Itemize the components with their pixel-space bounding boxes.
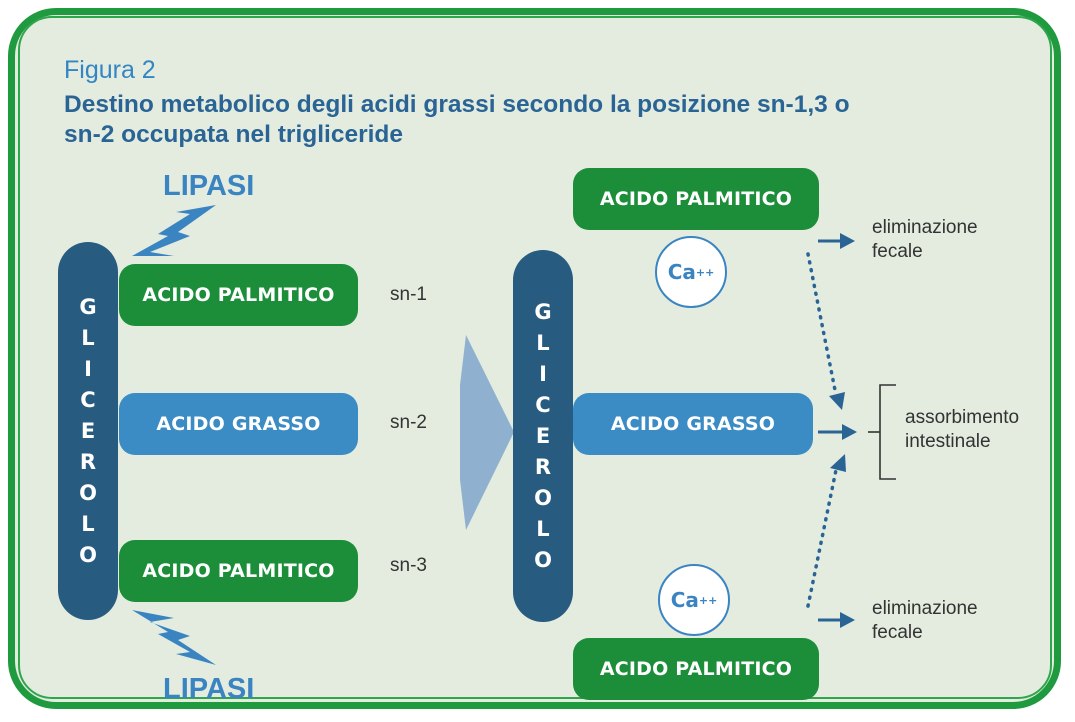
glycerol-letter: O xyxy=(79,480,97,505)
lipase-label-bottom: LIPASI xyxy=(163,673,255,705)
dotted-path-bottom xyxy=(806,468,838,608)
note-line: fecale xyxy=(872,622,923,643)
position-sn3: sn-3 xyxy=(390,555,427,576)
position-sn2: sn-2 xyxy=(390,412,427,433)
glycerol-letter: O xyxy=(534,547,552,572)
arrow-right-icon xyxy=(818,612,855,628)
calcium-ion-bottom: Ca++ xyxy=(658,564,730,636)
glycerol-letter: R xyxy=(79,449,97,474)
figure-title: Destino metabolico degli acidi grassi se… xyxy=(64,91,850,148)
palmitic-acid-sn3: ACIDO PALMITICO xyxy=(119,540,358,602)
arrowhead-icon xyxy=(829,392,845,410)
note-line: eliminazione xyxy=(872,217,978,238)
glycerol-letter: L xyxy=(81,511,95,536)
figure-label: Figura 2 xyxy=(64,56,156,84)
glycerol-letter: I xyxy=(84,356,92,381)
glycerol-letter: L xyxy=(536,330,550,355)
glycerol-letter: O xyxy=(79,542,97,567)
palmitic-acid-sn1: ACIDO PALMITICO xyxy=(119,264,358,326)
glycerol-letter: L xyxy=(536,516,550,541)
dotted-path-top xyxy=(806,252,838,397)
figure-inner-border xyxy=(18,16,1052,699)
glycerol-backbone-left: G L I C E R O L O xyxy=(58,242,118,620)
lightning-bolt-icon xyxy=(132,205,216,256)
arrow-right-icon xyxy=(818,233,855,249)
calcium-charge: ++ xyxy=(695,265,715,279)
glycerol-letter: G xyxy=(534,299,552,324)
fecal-elimination-top: eliminazione fecale xyxy=(872,216,978,264)
fatty-acid-sn2: ACIDO GRASSO xyxy=(119,393,358,455)
glycerol-letter: O xyxy=(534,485,552,510)
calcium-symbol: Ca xyxy=(670,588,699,612)
fatty-acid-bound: ACIDO GRASSO xyxy=(573,393,813,455)
calcium-charge: ++ xyxy=(698,593,718,607)
glycerol-letter: E xyxy=(80,418,96,443)
note-line: eliminazione xyxy=(872,598,978,619)
glycerol-letter: I xyxy=(539,361,547,386)
glycerol-letter: C xyxy=(80,387,96,412)
free-palmitic-acid-top: ACIDO PALMITICO xyxy=(573,168,819,230)
calcium-ion-top: Ca++ xyxy=(655,236,727,308)
arrowhead-icon xyxy=(830,454,846,472)
lightning-bolt-icon xyxy=(132,610,216,665)
bracket xyxy=(879,384,896,480)
fecal-elimination-bottom: eliminazione fecale xyxy=(872,597,978,645)
note-line: fecale xyxy=(872,241,923,262)
glycerol-letter: G xyxy=(79,294,97,319)
lipase-label-top: LIPASI xyxy=(163,170,255,202)
transfer-arrow-icon xyxy=(460,335,514,530)
glycerol-letter: E xyxy=(535,423,551,448)
note-line: assorbimento xyxy=(905,407,1020,428)
calcium-symbol: Ca xyxy=(667,260,696,284)
glycerol-letter: C xyxy=(535,392,551,417)
position-sn1: sn-1 xyxy=(390,284,427,305)
note-line: intestinale xyxy=(905,431,991,452)
intestinal-absorption: assorbimento intestinale xyxy=(905,406,1019,454)
free-palmitic-acid-bottom: ACIDO PALMITICO xyxy=(573,638,819,700)
glycerol-letter: R xyxy=(534,454,552,479)
arrow-right-icon xyxy=(818,424,857,440)
glycerol-letter: L xyxy=(81,325,95,350)
glycerol-backbone-right: G L I C E R O L O xyxy=(513,250,573,622)
